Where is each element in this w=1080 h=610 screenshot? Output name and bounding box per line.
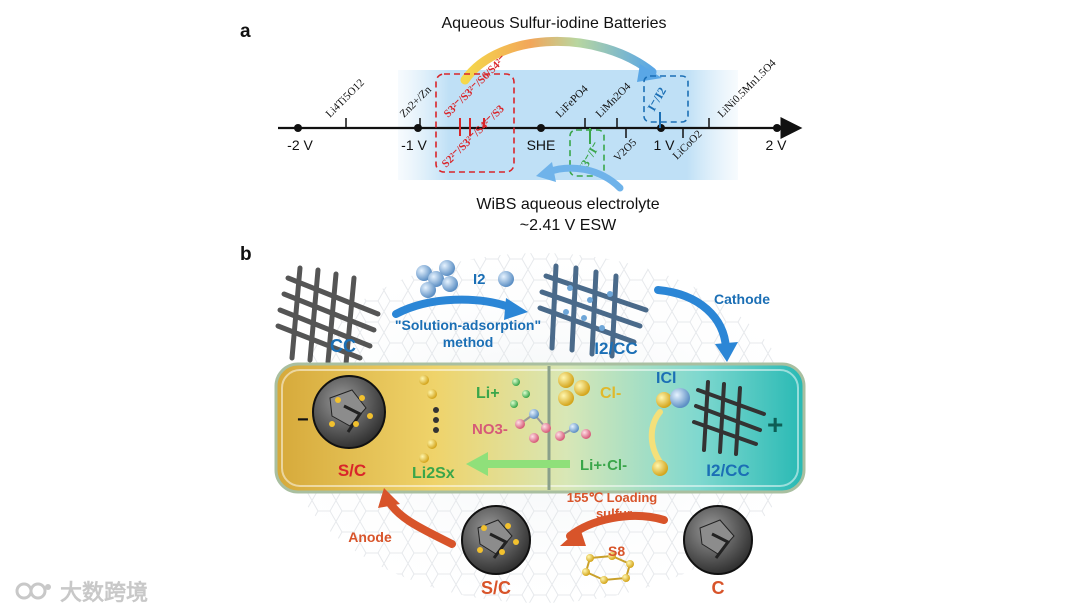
- loading-arrow-head: [560, 528, 586, 546]
- loading-label-line2: sulfur: [596, 506, 632, 521]
- iodine-dots: [563, 285, 613, 331]
- panel-a-title: Aqueous Sulfur-iodine Batteries: [441, 15, 666, 32]
- panel-a-energy-diagram: a Aqueous Sulfur-iodine Batteries -2 V -…: [240, 15, 803, 234]
- nitrate-molecules: [515, 409, 591, 443]
- carbon-particle: [683, 505, 753, 575]
- battery-curved-arrow: [460, 37, 657, 85]
- cell-cathode-mesh: [692, 380, 766, 456]
- anode-arrow-head: [378, 488, 400, 508]
- polysulfide-chain: [419, 375, 439, 463]
- sulfur-redox-box: [435, 73, 515, 173]
- electrolyte-arrow-head: [536, 162, 556, 182]
- method-arrow: [392, 295, 516, 318]
- c-label: C: [712, 578, 725, 598]
- s8-ring: [582, 552, 634, 584]
- tick-label-she: SHE: [527, 137, 556, 153]
- sc-bottom-particle: [461, 505, 531, 575]
- panel-b-label: b: [240, 244, 252, 265]
- iodine-carbon-cloth-mesh: [537, 263, 649, 359]
- method-label-line1: "Solution-adsorption": [395, 317, 541, 333]
- stability-window-band: [398, 70, 738, 180]
- battery-arrow-head: [637, 64, 662, 82]
- tick-dot-minus2: [294, 124, 302, 132]
- iodine-molecules: [416, 260, 514, 298]
- cc-label: CC: [330, 336, 356, 356]
- sc-cell-particle: [312, 375, 386, 449]
- tick-label-2: 2 V: [765, 137, 787, 153]
- method-arrow-head: [504, 298, 528, 320]
- watermark: 大数跨境: [14, 575, 148, 607]
- s8-label: S8: [608, 543, 625, 559]
- label-li4ti5o12: Li4Ti5O12: [324, 77, 367, 120]
- tick-dot-minus1: [414, 124, 422, 132]
- i2cc-top-label: I2/CC: [594, 339, 637, 358]
- iodide-redox-box: [643, 75, 689, 123]
- electrolyte-label-line1: WiBS aqueous electrolyte: [476, 196, 659, 213]
- tick-dot-she: [537, 124, 545, 132]
- tick-label-minus1: -1 V: [401, 137, 427, 153]
- icl-label: ICl: [656, 370, 676, 387]
- li-plus-label: Li+: [476, 385, 500, 402]
- no3-label: NO3-: [472, 421, 508, 438]
- tick-label-minus2: -2 V: [287, 137, 313, 153]
- icl-molecule: [656, 388, 690, 408]
- tick-label-1: 1 V: [653, 137, 675, 153]
- cathode-label: Cathode: [714, 291, 770, 307]
- minus-sign: −: [297, 409, 309, 431]
- charge-transfer-arrow-head: [466, 452, 488, 476]
- watermark-text: 大数跨境: [60, 580, 149, 605]
- anode-label: Anode: [348, 529, 392, 545]
- method-label-line2: method: [443, 334, 494, 350]
- tick-dot-2: [773, 124, 781, 132]
- i2-label: I2: [473, 271, 486, 288]
- plus-sign: +: [767, 409, 783, 440]
- panel-a-label: a: [240, 21, 251, 42]
- i2cc-cell-label: I2/CC: [706, 461, 749, 480]
- battery-cell-inner: [281, 369, 799, 487]
- watermark-logo-icon: [15, 582, 51, 600]
- electrolyte-arrow: [544, 164, 624, 192]
- loading-label-line1: 155℃ Loading: [567, 490, 658, 505]
- cathode-arrow-head: [715, 342, 738, 362]
- li2sx-label: Li2Sx: [412, 465, 455, 482]
- li-ions: [510, 378, 530, 408]
- icl-formation-arrow: [648, 409, 663, 465]
- sc-bottom-label: S/C: [481, 578, 511, 598]
- cathode-arrow: [654, 286, 730, 352]
- sc-cell-label: S/C: [338, 461, 366, 480]
- cl-minus-label: Cl-: [600, 385, 621, 402]
- electrolyte-label-line2: ~2.41 V ESW: [520, 217, 617, 234]
- cl-product-ball: [652, 460, 668, 476]
- carbon-cloth-mesh: [275, 265, 381, 367]
- li-cl-label: Li+·Cl-: [580, 457, 627, 474]
- panel-b-schematic: b CC I2 "Solution-adsorption" method I2/…: [240, 238, 840, 610]
- cl-ions: [558, 372, 590, 406]
- triiodide-redox-box: [569, 129, 605, 177]
